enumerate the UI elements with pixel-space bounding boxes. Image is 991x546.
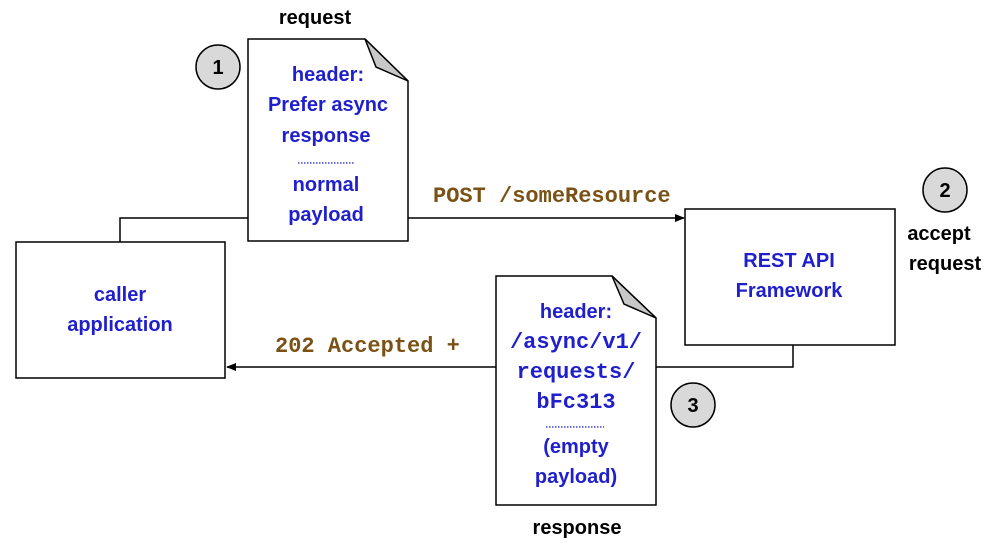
step-3-badge: 3 bbox=[670, 382, 716, 428]
step-1-badge: 1 bbox=[195, 44, 241, 90]
response-document: header: /async/v1/ requests/ bFc313 (emp… bbox=[495, 275, 657, 506]
response-page-fold bbox=[611, 275, 657, 319]
api-line-1: REST API bbox=[743, 250, 835, 272]
api-to-response-connector bbox=[656, 345, 794, 368]
caller-line-1: caller bbox=[94, 284, 146, 306]
request-payload-line-1: normal bbox=[293, 174, 360, 196]
request-arrow-label: POST /someResource bbox=[433, 184, 671, 209]
request-caption: request bbox=[279, 7, 352, 29]
request-header-line-2: Prefer async bbox=[268, 94, 388, 116]
rest-api-framework-box bbox=[684, 208, 896, 346]
request-document: header: Prefer async response normal pay… bbox=[247, 38, 409, 242]
response-header-line-1: header: bbox=[540, 301, 612, 323]
step-2-number: 2 bbox=[939, 180, 950, 202]
request-header-line-3: response bbox=[282, 125, 371, 147]
response-header-line-2: /async/v1/ bbox=[510, 330, 642, 355]
request-payload-line-2: payload bbox=[288, 204, 364, 226]
response-payload-line-2: payload) bbox=[535, 466, 617, 488]
request-page-fold bbox=[364, 38, 409, 82]
step-2-badge: 2 bbox=[922, 167, 968, 213]
response-arrow-label: 202 Accepted + bbox=[275, 334, 460, 359]
caller-application-box bbox=[15, 241, 226, 379]
caller-line-2: application bbox=[67, 314, 173, 336]
accept-note-line-1: accept bbox=[907, 223, 971, 245]
response-payload-line-1: (empty bbox=[543, 436, 609, 458]
response-header-line-3: requests/ bbox=[517, 360, 636, 385]
response-caption: response bbox=[533, 517, 622, 539]
step-1-number: 1 bbox=[212, 57, 223, 79]
api-line-2: Framework bbox=[736, 280, 844, 302]
response-header-line-4: bFc313 bbox=[536, 390, 615, 415]
step-3-number: 3 bbox=[687, 395, 698, 417]
accept-note-line-2: request bbox=[909, 253, 982, 275]
caller-to-request-connector bbox=[119, 217, 248, 242]
request-header-line-1: header: bbox=[292, 64, 364, 86]
